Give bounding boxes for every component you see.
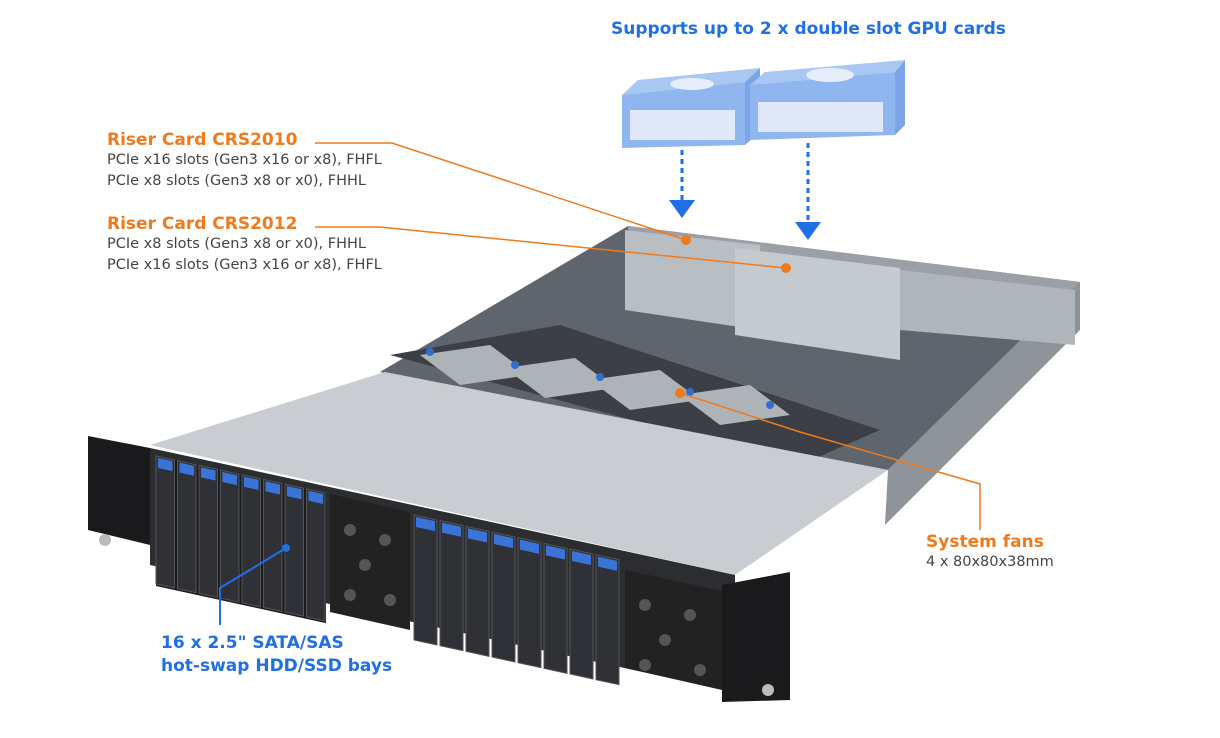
bays-callout: 16 x 2.5" SATA/SAS hot-swap HDD/SSD bays (161, 632, 392, 678)
fans (420, 345, 790, 425)
bays-dot (282, 544, 290, 552)
drive-tray[interactable] (220, 469, 240, 603)
drive-release-tab[interactable] (416, 517, 435, 532)
drive-tray[interactable] (198, 464, 218, 599)
front-vent-2 (625, 570, 722, 690)
bays-line: hot-swap HDD/SSD bays (161, 656, 393, 676)
fans-callout: System fans 4 x 80x80x38mm (926, 532, 1054, 573)
drive-tray[interactable] (177, 460, 197, 594)
bays-leader (219, 547, 287, 625)
drive-release-tab[interactable] (494, 534, 513, 549)
drive-release-tab[interactable] (546, 545, 565, 560)
drive-tray[interactable] (543, 542, 568, 674)
arrow-head-icon (795, 222, 821, 240)
psu-module (900, 270, 1075, 345)
drive-tray[interactable] (491, 531, 516, 663)
riser2-line: PCIe x8 slots (Gen3 x8 or x0), FHHL (107, 236, 366, 252)
gpu-card-2 (750, 60, 905, 140)
drive-tray[interactable] (517, 537, 542, 669)
riser2-line: PCIe x16 slots (Gen3 x16 or x8), FHFL (107, 257, 382, 273)
riser-cage-2 (735, 248, 900, 360)
drive-tray[interactable] (306, 488, 326, 622)
drive-release-tab[interactable] (222, 472, 238, 486)
gpu-card-1 (622, 68, 760, 148)
riser1-line: PCIe x8 slots (Gen3 x8 or x0), FHHL (107, 173, 366, 189)
drive-release-tab[interactable] (308, 490, 324, 504)
drive-tray[interactable] (263, 478, 283, 613)
riser2-callout: Riser Card CRS2012 PCIe x8 slots (Gen3 x… (107, 214, 382, 276)
fans-title: System fans (926, 532, 1044, 552)
thumbscrew-left (99, 534, 111, 546)
vent-holes (344, 524, 706, 676)
drive-release-tab[interactable] (244, 476, 259, 490)
riser2-leader (315, 226, 787, 269)
riser1-dot (681, 235, 691, 245)
top-cover (150, 372, 888, 575)
left-rack-ear (88, 436, 150, 545)
bays-line: 16 x 2.5" SATA/SAS (161, 633, 344, 653)
drive-tray[interactable] (595, 554, 620, 686)
arrow-head-icon (669, 200, 695, 218)
drive-release-tab[interactable] (158, 458, 173, 472)
drive-tray[interactable] (284, 483, 304, 617)
fans-spec: 4 x 80x80x38mm (926, 554, 1054, 570)
drive-release-tab[interactable] (201, 467, 216, 481)
drive-tray[interactable] (155, 455, 175, 589)
drive-release-tab[interactable] (598, 556, 617, 571)
chassis-right-side (885, 282, 1080, 525)
riser1-leader (315, 142, 687, 241)
right-rack-ear (722, 572, 790, 702)
drive-release-tab[interactable] (265, 481, 281, 495)
drive-tray[interactable] (465, 525, 490, 657)
drive-release-tab[interactable] (520, 539, 539, 554)
drive-tray[interactable] (439, 520, 464, 652)
drive-release-tab[interactable] (468, 528, 487, 543)
drive-tray[interactable] (413, 514, 438, 646)
riser1-line: PCIe x16 slots (Gen3 x16 or x8), FHFL (107, 152, 382, 168)
drive-release-tab[interactable] (287, 486, 302, 500)
riser1-title: Riser Card CRS2010 (107, 130, 298, 150)
drive-tray[interactable] (569, 548, 594, 680)
riser1-callout: Riser Card CRS2010 PCIe x16 slots (Gen3 … (107, 130, 382, 192)
fan-clips (426, 348, 774, 409)
riser2-title: Riser Card CRS2012 (107, 214, 298, 234)
fans-dot (675, 388, 685, 398)
drive-release-tab[interactable] (179, 462, 195, 476)
drive-release-tab[interactable] (572, 551, 591, 566)
drive-release-tab[interactable] (442, 522, 461, 537)
riser2-dot (781, 263, 791, 273)
drive-tray[interactable] (241, 474, 261, 608)
fans-leader (679, 392, 981, 530)
thumbscrew-right (762, 684, 774, 696)
gpu-support-label: Supports up to 2 x double slot GPU cards (611, 19, 1006, 39)
